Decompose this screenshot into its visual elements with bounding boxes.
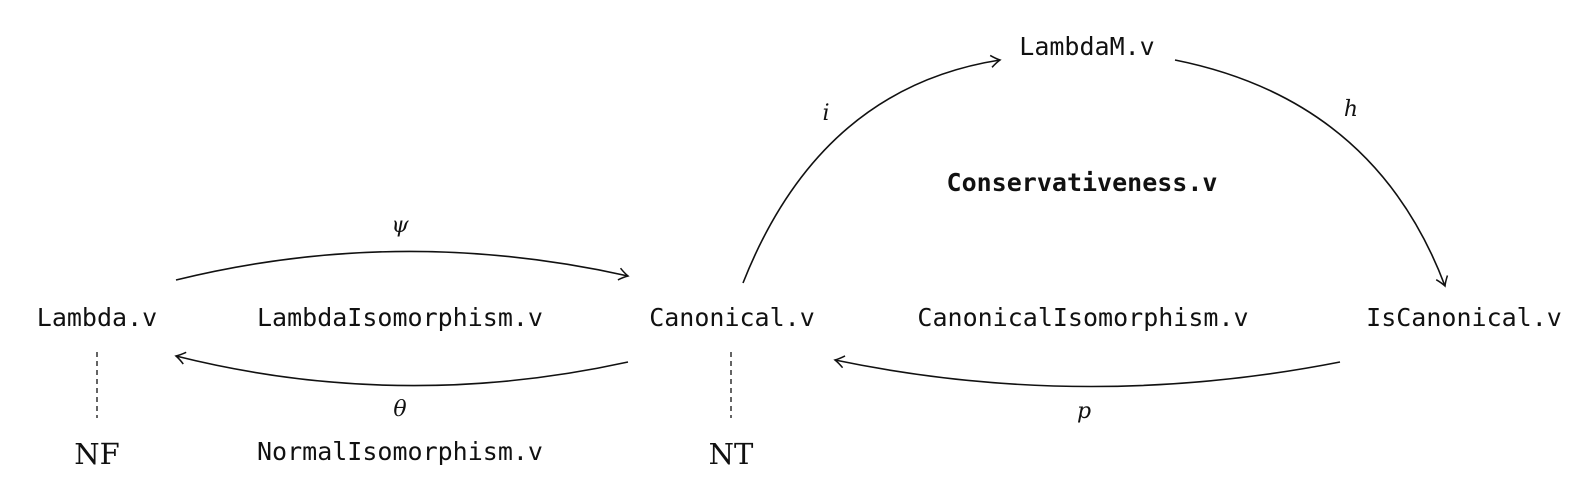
node-canonical: Canonical.v [649, 303, 815, 332]
node-nf: NF [74, 437, 120, 471]
node-lambda-m: LambdaM.v [1019, 32, 1154, 61]
p-arrow [833, 355, 1341, 388]
region-canonical-isomorphism: CanonicalIsomorphism.v [917, 303, 1248, 332]
edge-label-theta: θ [393, 397, 406, 422]
node-lambda: Lambda.v [37, 303, 157, 332]
node-is-canonical: IsCanonical.v [1366, 303, 1562, 332]
theta-arrow [174, 351, 629, 387]
region-conservativeness: Conservativeness.v [947, 168, 1218, 197]
edge-label-i: i [822, 101, 829, 126]
h-arrow [1174, 59, 1449, 288]
edge-label-p: p [1077, 399, 1091, 424]
edge-label-h: h [1344, 97, 1358, 122]
psi-arrow [175, 250, 630, 281]
node-nt: NT [709, 437, 754, 471]
region-normal-isomorphism: NormalIsomorphism.v [257, 437, 543, 466]
i-arrow [742, 54, 1002, 284]
edge-label-psi: ψ [391, 213, 409, 238]
region-lambda-isomorphism: LambdaIsomorphism.v [257, 303, 543, 332]
